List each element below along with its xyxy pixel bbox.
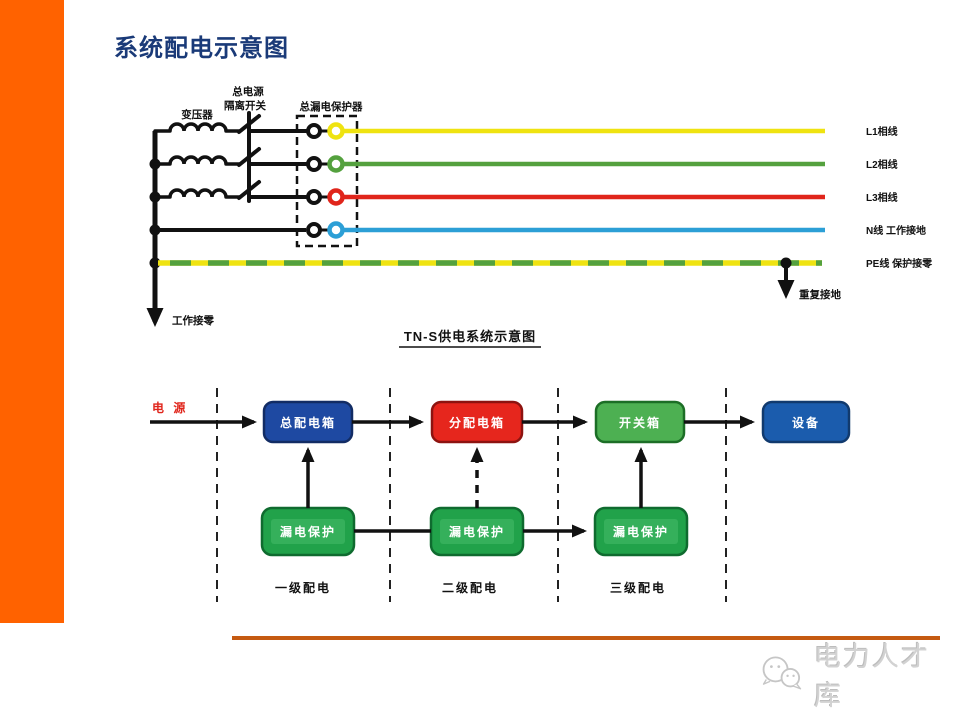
tns-caption: TN-S供电系统示意图 (404, 329, 536, 344)
repeat-ground-label: 重复接地 (799, 288, 841, 301)
transformer-coils (153, 122, 241, 199)
svg-text:漏电保护: 漏电保护 (449, 524, 505, 539)
page-title: 系统配电示意图 (114, 36, 289, 62)
pe-wire-label: PE线 保护接零 (866, 257, 933, 270)
tns-system-diagram: 变压器 总电源 隔离开关 总漏电保护器 工作接零 重复接地 L1相线 L2相线 … (146, 85, 933, 348)
svg-text:分配电箱: 分配电箱 (449, 415, 505, 430)
pe-wire (158, 257, 822, 269)
n-wire-label: N线 工作接地 (866, 224, 926, 237)
rcd-pole-l3 (306, 188, 345, 206)
power-source-label: 电 源 (152, 400, 188, 415)
rcd-box-3: 漏电保护 (593, 506, 689, 557)
wechat-logo-icon (762, 656, 802, 690)
distribution-flow-diagram: 电 源 总配电箱 分配电箱 开关箱 设备 (150, 388, 851, 602)
rcd-pole-l1 (306, 122, 345, 140)
stage-3-label: 三级配电 (610, 580, 666, 595)
working-neutral-label: 工作接零 (172, 314, 214, 327)
stage-1-label: 一级配电 (275, 580, 331, 595)
main-switch-label-line2: 隔离开关 (224, 99, 266, 112)
rcd-box-1: 漏电保护 (260, 506, 356, 557)
isolation-switch (237, 111, 308, 203)
bottom-divider (232, 636, 940, 640)
svg-text:开关箱: 开关箱 (619, 415, 661, 430)
stage-2-label: 二级配电 (442, 580, 498, 595)
footer-brand-text: 电力人才库 (814, 642, 931, 711)
footer-brand: 电力人才库 (758, 642, 948, 711)
sub-distribution-box: 分配电箱 (430, 400, 524, 444)
svg-text:总配电箱: 总配电箱 (280, 415, 336, 430)
l1-wire-label: L1相线 (866, 125, 898, 138)
rcd-pole-l2 (306, 155, 345, 173)
svg-text:设备: 设备 (792, 415, 820, 430)
main-switch-label-line1: 总电源 (232, 85, 264, 98)
l2-wire-label: L2相线 (866, 158, 898, 171)
l3-wire-label: L3相线 (866, 191, 898, 204)
left-accent-bar (0, 0, 64, 623)
switch-box: 开关箱 (594, 400, 686, 444)
svg-text:漏电保护: 漏电保护 (280, 524, 336, 539)
main-distribution-box: 总配电箱 (262, 400, 354, 444)
main-rcd-enclosure (295, 114, 359, 248)
equipment-box: 设备 (761, 400, 851, 444)
transformer-label: 变压器 (181, 108, 213, 121)
rcd-pole-n (306, 221, 345, 239)
main-rcd-label: 总漏电保护器 (300, 100, 363, 113)
rcd-poles (306, 122, 345, 239)
svg-text:漏电保护: 漏电保护 (613, 524, 669, 539)
rcd-box-2: 漏电保护 (429, 506, 525, 557)
